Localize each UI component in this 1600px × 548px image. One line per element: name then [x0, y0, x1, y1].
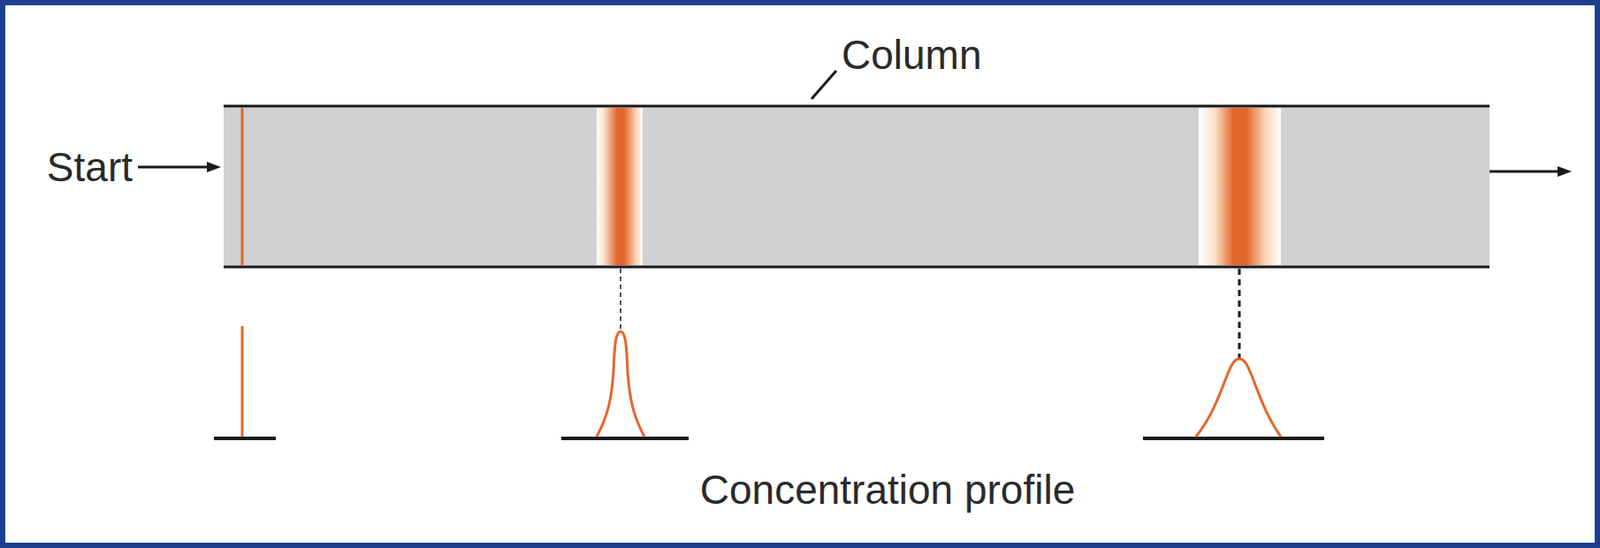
concentration-peak	[596, 331, 645, 437]
axis-caption: Concentration profile	[700, 469, 1075, 511]
arrowhead	[206, 161, 221, 173]
part-label: Start	[46, 146, 133, 188]
dashed-line	[1238, 268, 1242, 359]
concentration-peak	[1196, 358, 1281, 437]
arrowhead	[1557, 166, 1572, 177]
start-band	[241, 107, 244, 266]
dashed-line	[619, 268, 622, 329]
solute-band	[596, 107, 643, 266]
solute-band	[1198, 107, 1281, 266]
leader-line	[811, 70, 837, 100]
part-label: Column	[841, 34, 983, 76]
background-panel	[5, 5, 1595, 543]
column-body	[223, 106, 1490, 267]
concentration-spike	[241, 326, 244, 437]
